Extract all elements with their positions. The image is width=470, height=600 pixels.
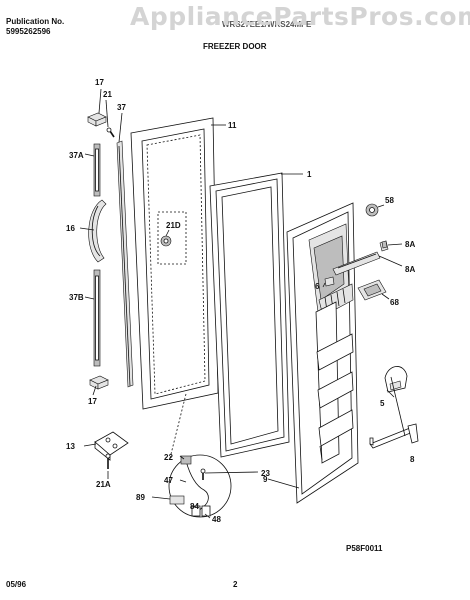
part-58-fastener: [365, 203, 379, 217]
label-37: 37: [117, 103, 126, 112]
wiring-detail-circle: [168, 393, 232, 518]
watermark: AppliancePartsPros.com: [130, 2, 470, 31]
leader-lines: [79, 88, 406, 519]
page-title: FREEZER DOOR: [203, 42, 267, 51]
label-8a-upper: 8A: [405, 240, 415, 249]
label-13: 13: [66, 442, 75, 451]
part-11-outer-door: [130, 117, 219, 410]
part-13-hinge-bracket: [94, 431, 129, 461]
part-37b-trim: [93, 269, 101, 367]
label-37a: 37A: [69, 151, 84, 160]
part-21-screw: [106, 127, 115, 138]
label-9: 9: [263, 475, 268, 484]
part-17-top-cap: [87, 112, 107, 127]
label-58: 58: [385, 196, 394, 205]
label-8a-lower: 8A: [405, 265, 415, 274]
part-6-clip: [324, 276, 335, 287]
label-23: 23: [261, 469, 270, 478]
part-17-bottom-cap: [89, 375, 109, 390]
part-1-gasket: [209, 172, 290, 458]
part-8a-upper-bracket: [379, 240, 389, 252]
label-17-top: 17: [95, 78, 104, 87]
label-1: 1: [307, 170, 312, 179]
part-21d-plug: [160, 235, 172, 247]
label-84: 84: [190, 502, 199, 511]
label-21: 21: [103, 90, 112, 99]
label-16: 16: [66, 224, 75, 233]
label-47: 47: [164, 476, 173, 485]
part-16-handle: [88, 199, 107, 263]
label-37b: 37B: [69, 293, 84, 302]
label-11: 11: [228, 121, 237, 130]
part-68-actuator: [357, 279, 387, 301]
label-22: 22: [164, 453, 173, 462]
publication-label: Publication No.: [6, 17, 65, 26]
part-8a-lower-bar: [332, 251, 381, 276]
label-8: 8: [410, 455, 415, 464]
model-number: WRS27EE1/WRS24MFE: [222, 20, 312, 29]
part-number-labels: 17 21 37 11 37A 21D 16 37B 17 1 58 8A 8A…: [66, 78, 415, 524]
part-9-inner-liner: [286, 202, 359, 504]
label-21a: 21A: [96, 480, 111, 489]
label-48: 48: [212, 515, 221, 524]
part-8-bracket: [369, 423, 419, 449]
label-21d: 21D: [166, 221, 181, 230]
publication-number: 5995262596: [6, 27, 51, 36]
part-37a-trim: [93, 143, 101, 197]
label-5: 5: [380, 399, 385, 408]
label-89: 89: [136, 493, 145, 502]
page-number: 2: [233, 580, 238, 589]
part-21a-screw: [105, 453, 111, 469]
label-17-bottom: 17: [88, 397, 97, 406]
label-6: 6: [315, 282, 320, 291]
diagram-code: P58F0011: [346, 544, 383, 553]
part-37-rail: [116, 140, 134, 388]
label-68: 68: [390, 298, 399, 307]
part-5-cover: [384, 366, 408, 393]
footer-date: 05/96: [6, 580, 27, 589]
